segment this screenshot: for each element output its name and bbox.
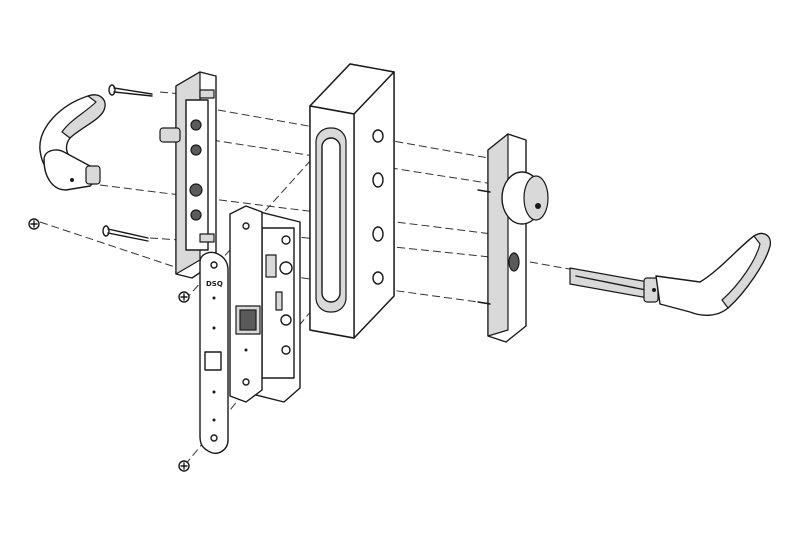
escutcheon-spindle-hole	[508, 252, 520, 272]
faceplate-strike-opening	[204, 351, 222, 371]
lock-case-cam	[265, 254, 277, 278]
door-block-mortise-inner	[321, 137, 341, 303]
dash-line-spindle	[99, 184, 501, 236]
lock-front-dot	[244, 348, 248, 352]
dash-line-screw-left	[39, 221, 179, 269]
door-block-hole-4	[372, 271, 384, 285]
door-block-hole-3	[372, 226, 384, 242]
left-back-plate	[159, 71, 217, 279]
dash-line-bolt-bottom	[149, 237, 181, 241]
latch-bolt-face	[239, 309, 257, 331]
faceplate-dot-3	[212, 390, 216, 394]
cylinder-face	[523, 175, 549, 221]
lever-set-screw	[70, 178, 74, 182]
lock-case-hole-bottom	[281, 345, 291, 355]
faceplate-dot-4	[212, 418, 216, 422]
screw-top-left	[108, 84, 153, 97]
back-plate-hole-4	[190, 209, 202, 221]
door-block-hole-1	[372, 129, 384, 143]
escutcheon-side	[487, 133, 509, 337]
escutcheon-pin-top	[477, 189, 491, 193]
lock-front-screw-top	[242, 222, 250, 230]
lever-collar	[85, 165, 101, 185]
lock-front-plate	[229, 205, 263, 403]
back-plate-hole-3	[189, 183, 203, 197]
door-block-right-face	[353, 71, 395, 339]
small-screw-faceplate-top	[178, 291, 190, 303]
lock-case-hole-mid	[280, 314, 292, 326]
door-block	[309, 63, 395, 339]
screw-mid-left	[102, 225, 149, 242]
lock-case-hole-top	[281, 235, 291, 245]
spindle-edge	[575, 275, 647, 291]
lever-grip-shade	[61, 94, 106, 139]
small-screw-faceplate-bottom	[178, 460, 190, 472]
back-plate-post-bottom	[199, 233, 215, 243]
left-lever-handle	[39, 94, 106, 191]
escutcheon-pin-bottom	[477, 301, 491, 305]
door-block-hole-2	[372, 172, 384, 188]
faceplate-screw-top	[210, 261, 218, 269]
faceplate-dot-2	[212, 326, 216, 330]
handle-grip-shade	[721, 233, 771, 309]
lock-case-spindle-hole	[279, 261, 293, 275]
faceplate-assembly: DSQ	[199, 205, 263, 454]
cylinder-keyway	[535, 203, 541, 209]
lock-case-slot	[275, 291, 283, 311]
right-escutcheon	[477, 133, 549, 343]
handle-set-screw	[652, 288, 656, 292]
dash-line-handle	[529, 261, 576, 271]
back-plate-post-top	[199, 89, 215, 99]
back-plate-hole-1	[190, 119, 202, 131]
back-plate-boss	[159, 127, 181, 143]
back-plate-hole-2	[190, 144, 202, 156]
faceplate-mark: DSQ	[206, 280, 223, 288]
faceplate-dot-1	[212, 296, 216, 300]
right-lever-handle	[569, 232, 771, 316]
faceplate-screw-bottom	[210, 434, 218, 442]
small-screw-far-left	[28, 218, 40, 230]
lock-front-screw-bottom	[242, 378, 250, 386]
